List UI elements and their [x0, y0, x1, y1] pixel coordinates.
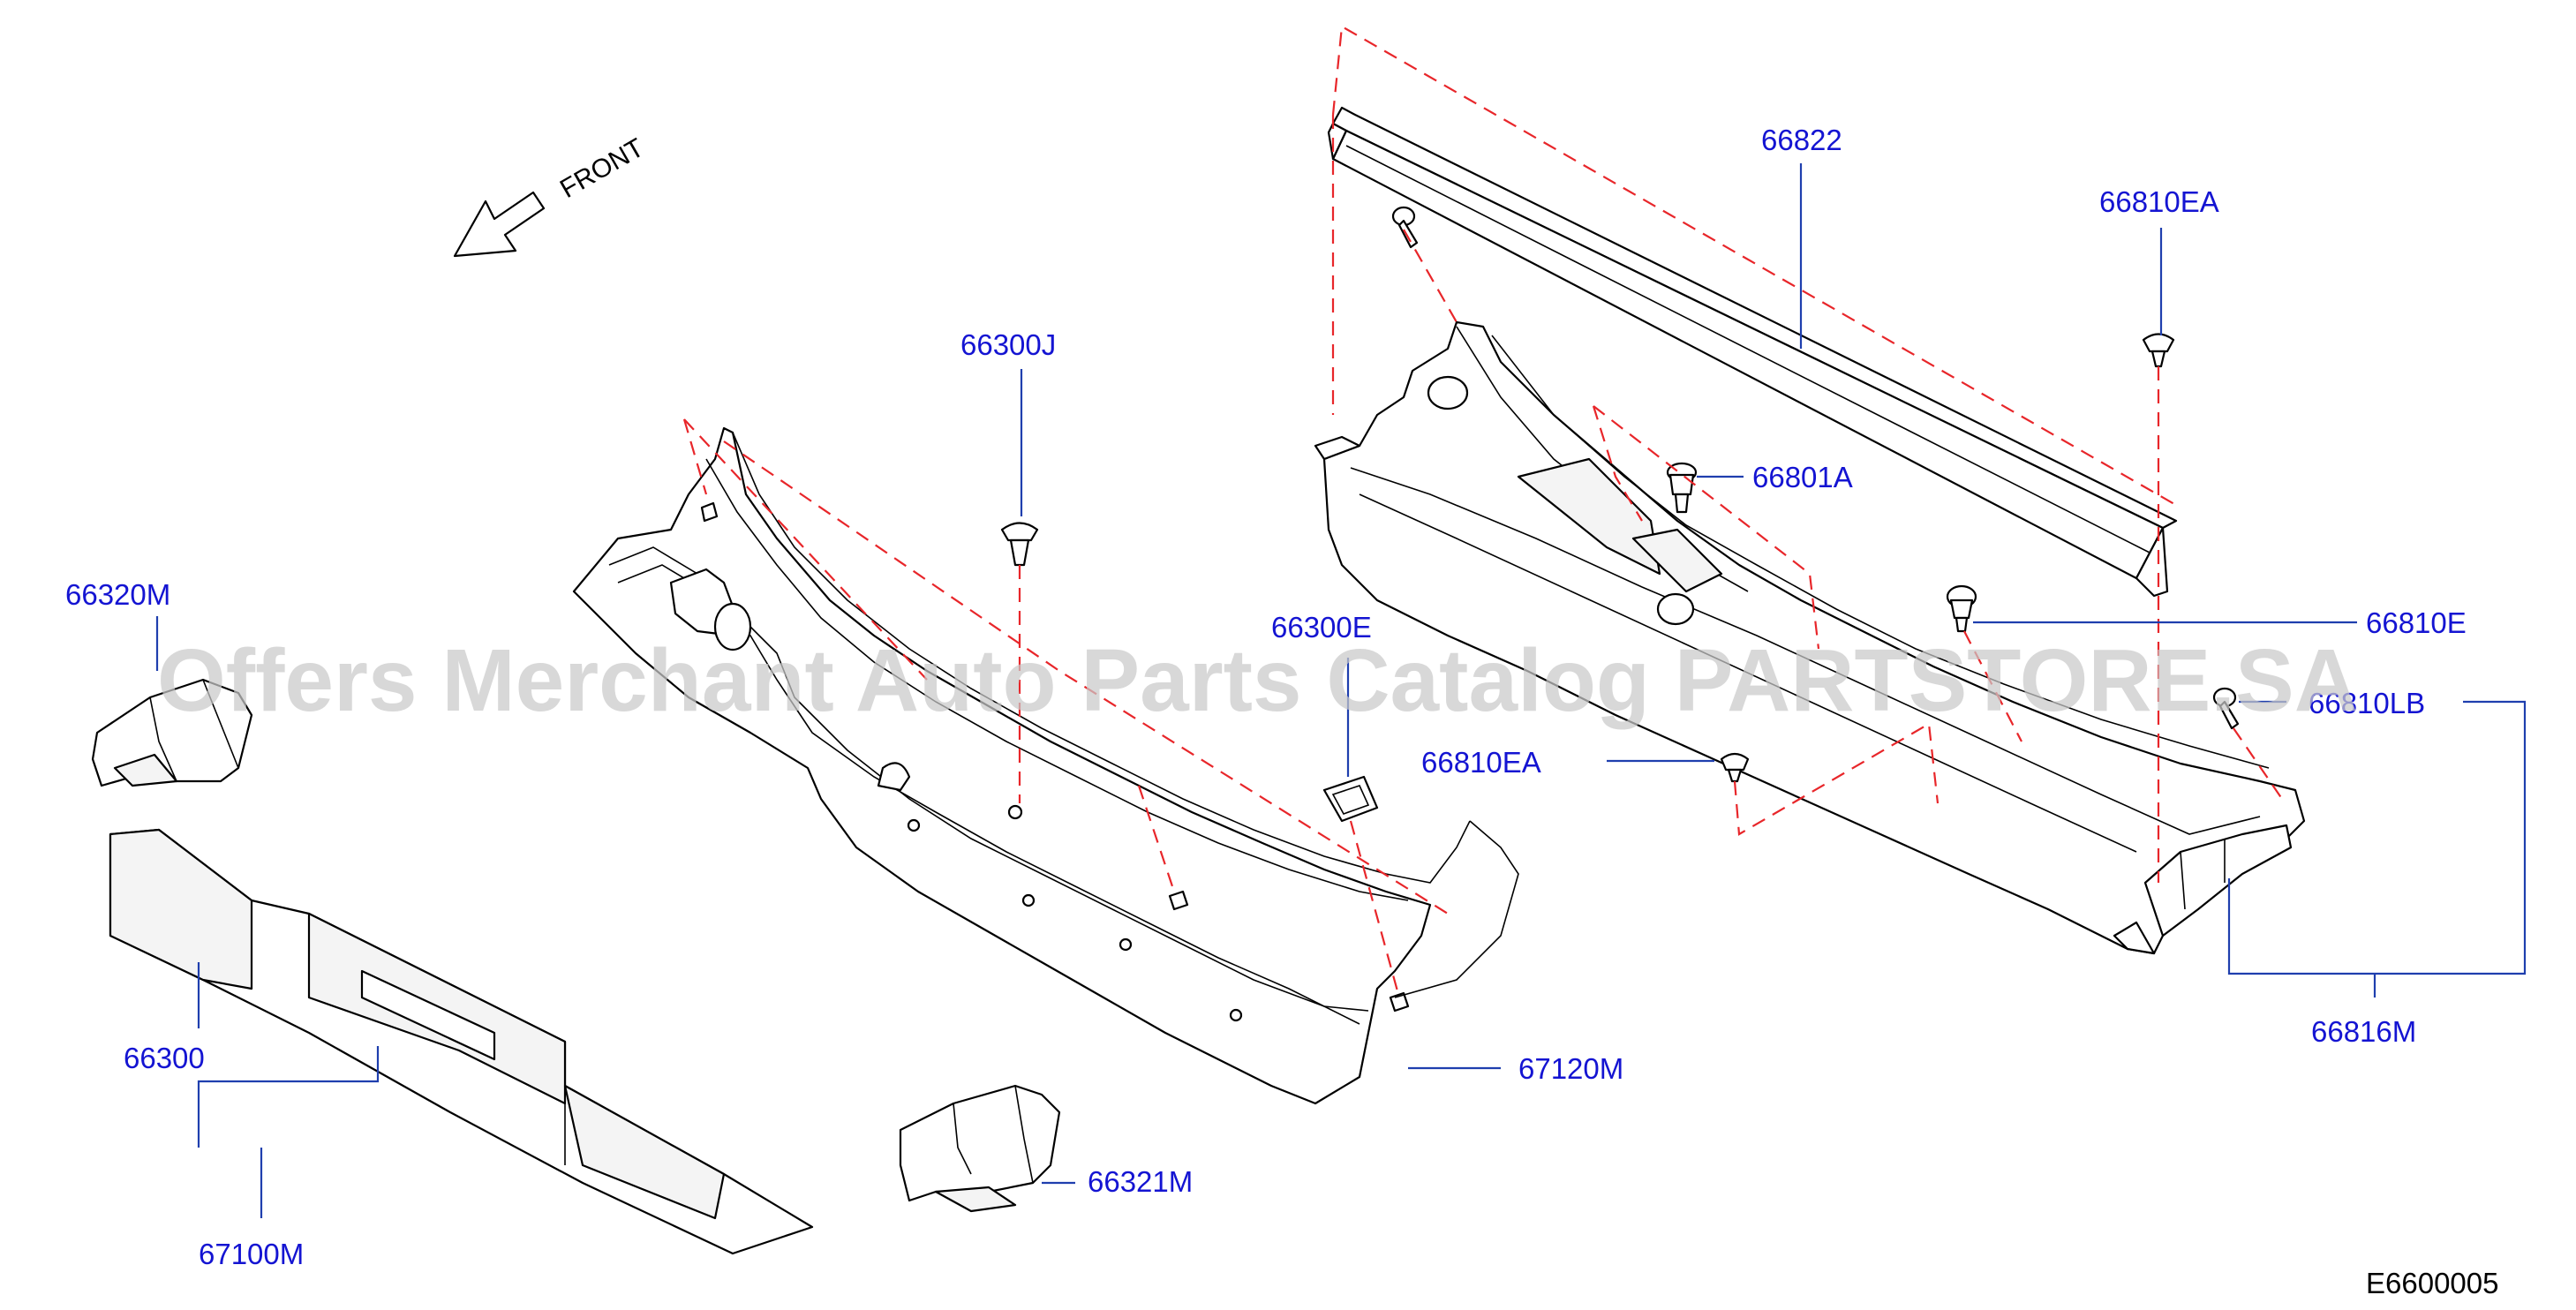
clip-66300E-icon	[1322, 775, 1379, 823]
label-66810EA-mid[interactable]: 66810EA	[1421, 746, 1541, 779]
screw-top-left-icon	[1391, 206, 1419, 249]
front-arrow-icon	[453, 191, 546, 258]
leader-lines	[155, 163, 2527, 1218]
label-66300[interactable]: 66300	[124, 1042, 205, 1074]
part-66320M-bracket	[91, 678, 253, 787]
label-67120M[interactable]: 67120M	[1518, 1052, 1623, 1085]
watermark: Offers Merchant Auto Parts Catalog PARTS…	[157, 631, 2358, 730]
label-66300J[interactable]: 66300J	[960, 328, 1056, 361]
label-66801A[interactable]: 66801A	[1752, 461, 1853, 493]
label-66816M[interactable]: 66816M	[2311, 1015, 2416, 1048]
label-66822[interactable]: 66822	[1761, 124, 1842, 156]
clip-66810EA-mid-icon	[1720, 752, 1750, 783]
front-label: FRONT	[555, 133, 649, 204]
part-66300-67100M-insulator	[109, 828, 814, 1255]
diagram-code: E6600005	[2366, 1267, 2498, 1299]
bolt-66801A-icon	[1666, 462, 1698, 514]
part-66822-strip	[1327, 106, 2178, 598]
label-66321M[interactable]: 66321M	[1088, 1165, 1193, 1198]
label-66810EA-top[interactable]: 66810EA	[2099, 185, 2219, 218]
label-66320M[interactable]: 66320M	[65, 578, 170, 611]
clip-66810EA-top-icon	[2142, 333, 2175, 368]
clip-66300J-icon	[1000, 522, 1039, 567]
part-67120M-cowl-top	[572, 426, 1519, 1105]
label-66300E[interactable]: 66300E	[1271, 611, 1372, 644]
bolt-66810E-icon	[1946, 584, 1977, 633]
label-66810E[interactable]: 66810E	[2366, 606, 2467, 639]
part-66321M-bracket	[899, 1084, 1061, 1213]
part-66816M-cowl-panel	[1314, 320, 2306, 955]
label-66810LB[interactable]: 66810LB	[2309, 687, 2425, 719]
assembly-dashed-lines	[682, 25, 2283, 998]
screw-66810LB-icon	[2212, 687, 2240, 730]
label-67100M[interactable]: 67100M	[199, 1238, 304, 1270]
